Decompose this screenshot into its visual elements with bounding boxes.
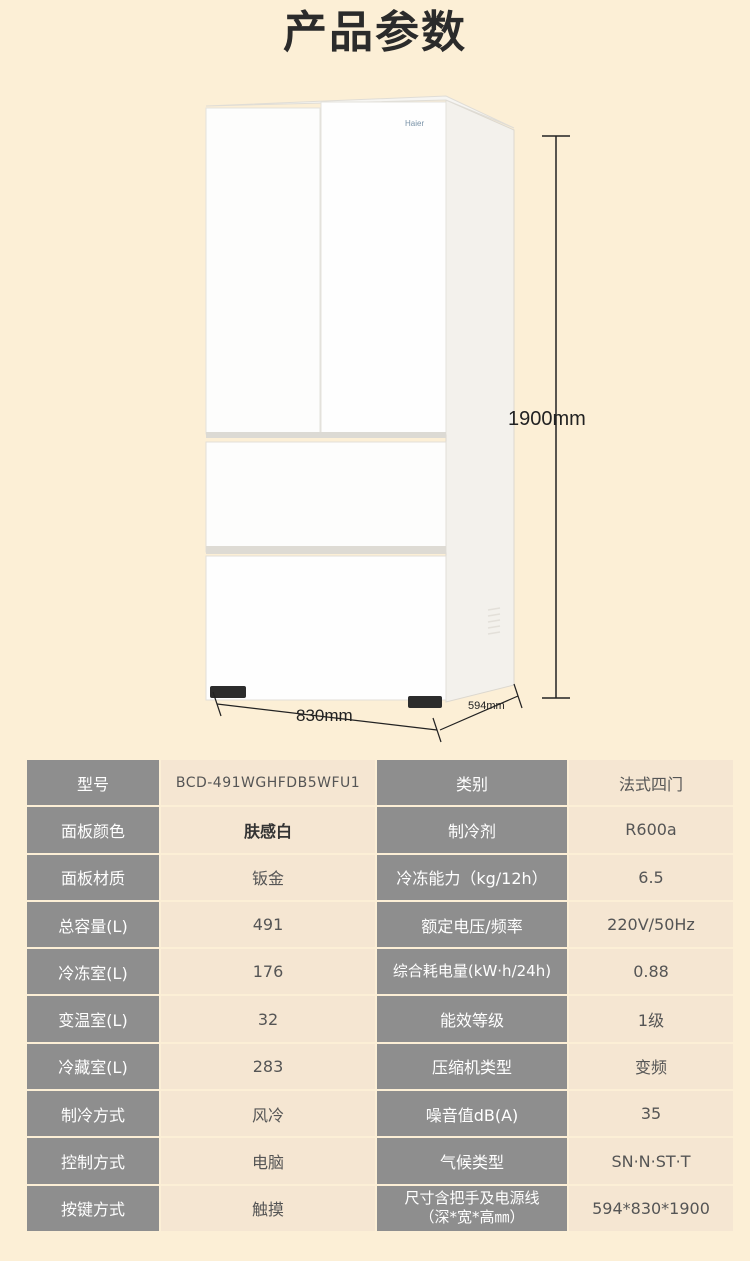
spec-key-line: 尺寸含把手及电源线 xyxy=(404,1189,540,1208)
table-row: 总容量(L) 491 额定电压/频率 220V/50Hz xyxy=(25,899,735,950)
spec-key: 能效等级 xyxy=(375,994,569,1044)
table-row: 冷藏室(L) 283 压缩机类型 变频 xyxy=(25,1041,735,1092)
spec-value: R600a xyxy=(567,805,735,855)
table-row: 冷冻室(L) 176 综合耗电量(kW·h/24h) 0.88 xyxy=(25,947,735,997)
spec-key: 控制方式 xyxy=(25,1136,161,1186)
spec-key: 噪音值dB(A) xyxy=(375,1089,569,1139)
spec-table: 型号 BCD-491WGHFDB5WFU1 类别 法式四门 面板颜色 肤感白 制… xyxy=(25,757,735,1233)
page-title: 产品参数 xyxy=(283,7,467,58)
spec-value: 594*830*1900 xyxy=(567,1183,735,1233)
spec-value: 491 xyxy=(159,899,377,950)
spec-key: 压缩机类型 xyxy=(375,1041,569,1092)
spec-key: 类别 xyxy=(375,757,569,808)
table-row: 面板材质 钣金 冷冻能力（kg/12h） 6.5 xyxy=(25,852,735,902)
spec-value: 肤感白 xyxy=(159,805,377,855)
table-row: 按键方式 触摸 尺寸含把手及电源线 （深*宽*高㎜） 594*830*1900 xyxy=(25,1183,735,1233)
spec-key: 冷冻能力（kg/12h） xyxy=(375,852,569,902)
spec-key: 面板材质 xyxy=(25,852,161,902)
spec-key: 制冷剂 xyxy=(375,805,569,855)
spec-value: 变频 xyxy=(567,1041,735,1092)
spec-value: 220V/50Hz xyxy=(567,899,735,950)
spec-value: 风冷 xyxy=(159,1089,377,1139)
spec-value: 176 xyxy=(159,947,377,997)
refrigerator-diagram: Haier xyxy=(205,95,570,743)
spec-key-line: （深*宽*高㎜） xyxy=(419,1208,525,1227)
table-row: 变温室(L) 32 能效等级 1级 xyxy=(25,994,735,1044)
depth-dimension-label: 594mm xyxy=(468,700,505,712)
spec-key: 总容量(L) xyxy=(25,899,161,950)
spec-value: 法式四门 xyxy=(567,757,735,808)
spec-value: BCD-491WGHFDB5WFU1 xyxy=(159,757,377,808)
spec-value: 钣金 xyxy=(159,852,377,902)
spec-key-size: 尺寸含把手及电源线 （深*宽*高㎜） xyxy=(375,1183,569,1233)
spec-value: 35 xyxy=(567,1089,735,1139)
spec-key: 综合耗电量(kW·h/24h) xyxy=(375,947,569,997)
table-row: 面板颜色 肤感白 制冷剂 R600a xyxy=(25,805,735,855)
table-row: 制冷方式 风冷 噪音值dB(A) 35 xyxy=(25,1089,735,1139)
spec-key: 冷冻室(L) xyxy=(25,947,161,997)
product-illustration: Haier 1900mm 830mm 594mm xyxy=(0,70,750,750)
spec-value: SN·N·ST·T xyxy=(567,1136,735,1186)
spec-key: 气候类型 xyxy=(375,1136,569,1186)
spec-value: 触摸 xyxy=(159,1183,377,1233)
spec-key: 型号 xyxy=(25,757,161,808)
spec-value: 6.5 xyxy=(567,852,735,902)
spec-key: 制冷方式 xyxy=(25,1089,161,1139)
spec-value: 283 xyxy=(159,1041,377,1092)
spec-key: 变温室(L) xyxy=(25,994,161,1044)
brand-logo: Haier xyxy=(405,119,424,128)
spec-key: 面板颜色 xyxy=(25,805,161,855)
width-dimension-label: 830mm xyxy=(296,706,353,725)
spec-key: 按键方式 xyxy=(25,1183,161,1233)
height-dimension-label: 1900mm xyxy=(508,408,586,430)
spec-key: 冷藏室(L) xyxy=(25,1041,161,1092)
spec-value: 32 xyxy=(159,994,377,1044)
table-row: 控制方式 电脑 气候类型 SN·N·ST·T xyxy=(25,1136,735,1186)
table-row: 型号 BCD-491WGHFDB5WFU1 类别 法式四门 xyxy=(25,757,735,808)
spec-value: 1级 xyxy=(567,994,735,1044)
spec-value: 0.88 xyxy=(567,947,735,997)
spec-value: 电脑 xyxy=(159,1136,377,1186)
spec-key: 额定电压/频率 xyxy=(375,899,569,950)
